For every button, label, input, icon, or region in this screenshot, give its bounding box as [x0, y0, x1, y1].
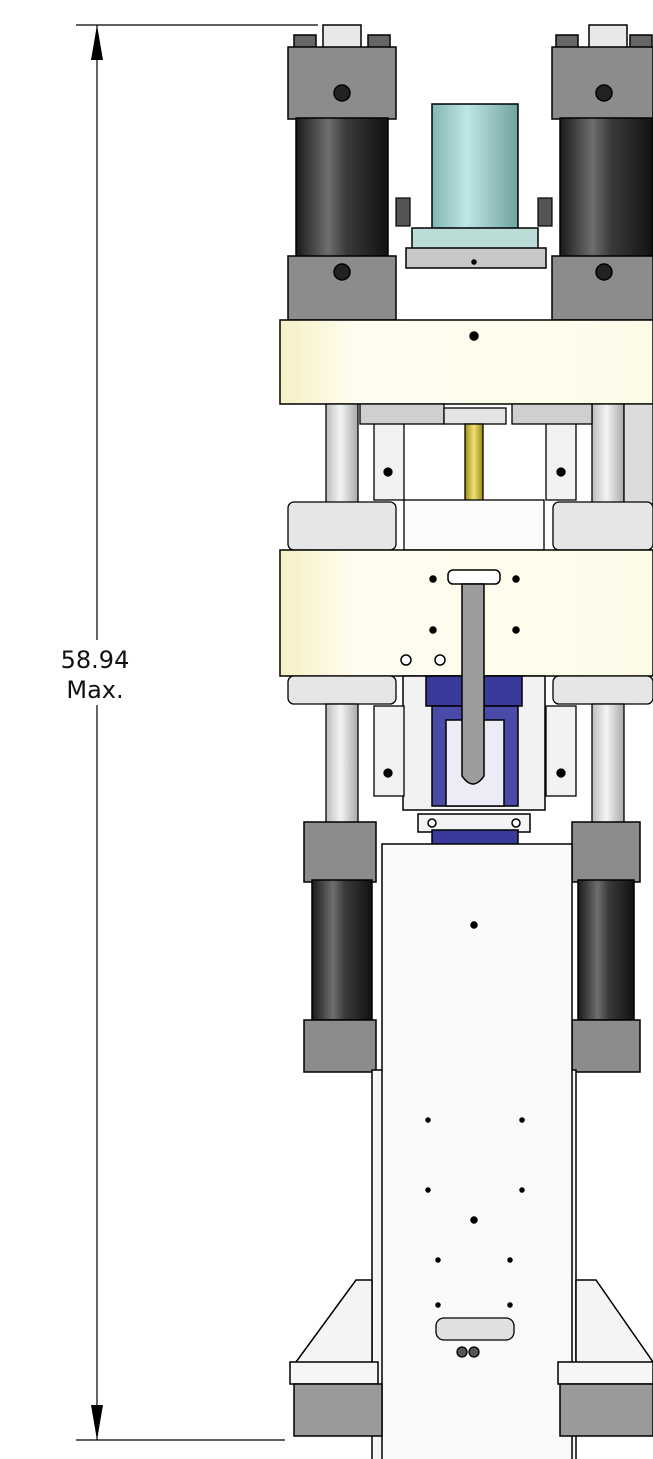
dimension-callout: [76, 24, 318, 1441]
lower-left-cylinder: [303, 821, 377, 1073]
dimension-qualifier: Max.: [66, 676, 124, 704]
lower-columns: [325, 703, 625, 831]
top-platen: [279, 319, 653, 405]
upper-right-cylinder: [551, 24, 653, 321]
bottom-fitting: [435, 1317, 515, 1358]
guide-blocks: [287, 499, 653, 551]
dimension-label: 58.94 Max.: [40, 645, 150, 705]
base-legs: [289, 1279, 653, 1437]
dimension-value: 58.94: [60, 646, 130, 674]
main-housing: [371, 843, 577, 1459]
motor: [405, 103, 547, 269]
upper-left-cylinder: [287, 24, 397, 321]
lower-guide-blocks: [287, 675, 653, 705]
piston-rod: [447, 569, 501, 785]
dimension-arrow-top: [91, 25, 103, 60]
lower-right-cylinder: [571, 821, 641, 1073]
side-nuts: [395, 197, 553, 227]
dimension-arrow-bottom: [91, 1405, 103, 1440]
